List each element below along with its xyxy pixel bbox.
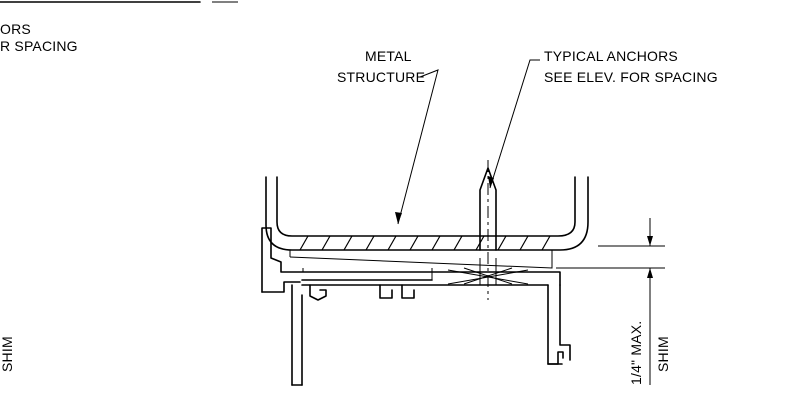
metal-structure: [265, 176, 589, 251]
partial-left-label-1: ORS: [0, 21, 31, 37]
metal-structure-leader-arrow: [395, 212, 402, 224]
anchors-leader: [489, 59, 540, 189]
anchor-screw: [479, 160, 497, 300]
anchors-label-line1: TYPICAL ANCHORS: [544, 48, 678, 64]
anchors-label-line2: SEE ELEV. FOR SPACING: [544, 69, 718, 85]
anchor-fan-lines: [447, 267, 529, 285]
metal-structure-leader: [397, 69, 439, 225]
partial-left-label-2: R SPACING: [0, 38, 78, 54]
dimension-callout: [556, 218, 665, 385]
partial-left-shim-label: SHIM: [0, 336, 15, 372]
structure-hatching: [299, 235, 551, 251]
shim-max-dimension-label: 1/4" MAX.: [628, 321, 644, 385]
shim-wedge: [289, 250, 553, 269]
shim-label: SHIM: [655, 336, 671, 372]
frame-extrusion: [261, 227, 571, 386]
metal-structure-label-line1: METAL: [365, 48, 412, 64]
metal-structure-label-line2: STRUCTURE: [337, 69, 425, 85]
